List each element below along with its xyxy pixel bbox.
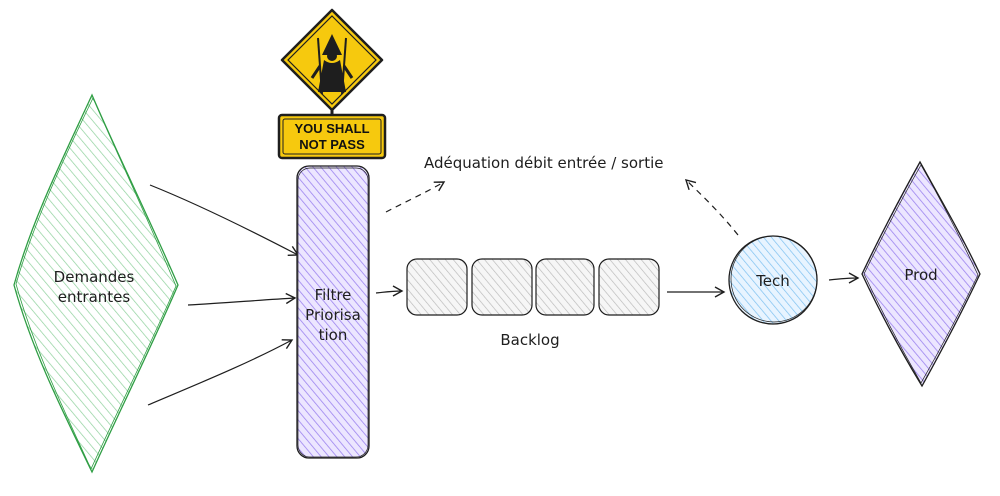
wizard-warning-icon: [280, 8, 384, 112]
demandes-label-line-1: Demandes: [54, 268, 135, 286]
backlog-label: Backlog: [500, 331, 559, 349]
demandes-label-line-2: entrantes: [58, 288, 131, 306]
arrow-demandes-to-filtre-top: [149, 184, 300, 256]
arrow-demandes-to-filtre-middle: [187, 292, 297, 306]
arrow-demandes-to-filtre-bottom: [147, 339, 294, 406]
filtre-priorisation-node: Filtre Priorisa tion: [296, 165, 370, 459]
filtre-label-line-1: Filtre: [315, 286, 352, 304]
filtre-label-line-2: Priorisa: [305, 306, 361, 324]
backlog-item: [598, 258, 660, 316]
tech-node: Tech: [728, 235, 818, 325]
dashed-arrow-filtre-to-annotation: [385, 181, 446, 213]
arrow-tech-to-prod: [828, 272, 860, 284]
backlog-item: [471, 258, 533, 316]
prod-label: Prod: [904, 266, 937, 284]
sign-line-2: NOT PASS: [299, 137, 365, 152]
backlog-item: [535, 258, 595, 316]
arrow-filtre-to-backlog: [375, 285, 404, 297]
backlog-queue: Backlog: [406, 258, 660, 349]
prod-node: Prod: [861, 160, 981, 388]
filtre-label-line-3: tion: [319, 326, 348, 344]
sign-plate: [277, 113, 387, 160]
demandes-entrantes-node: Demandes entrantes: [13, 93, 179, 474]
sign-line-1: YOU SHALL: [294, 121, 369, 136]
dashed-arrow-tech-to-annotation: [684, 179, 739, 236]
backlog-item: [406, 258, 468, 316]
tech-label: Tech: [755, 272, 790, 290]
you-shall-not-pass-sign: YOU SHALL NOT PASS: [277, 8, 387, 160]
annotation-adequation: Adéquation débit entrée / sortie: [424, 154, 664, 172]
